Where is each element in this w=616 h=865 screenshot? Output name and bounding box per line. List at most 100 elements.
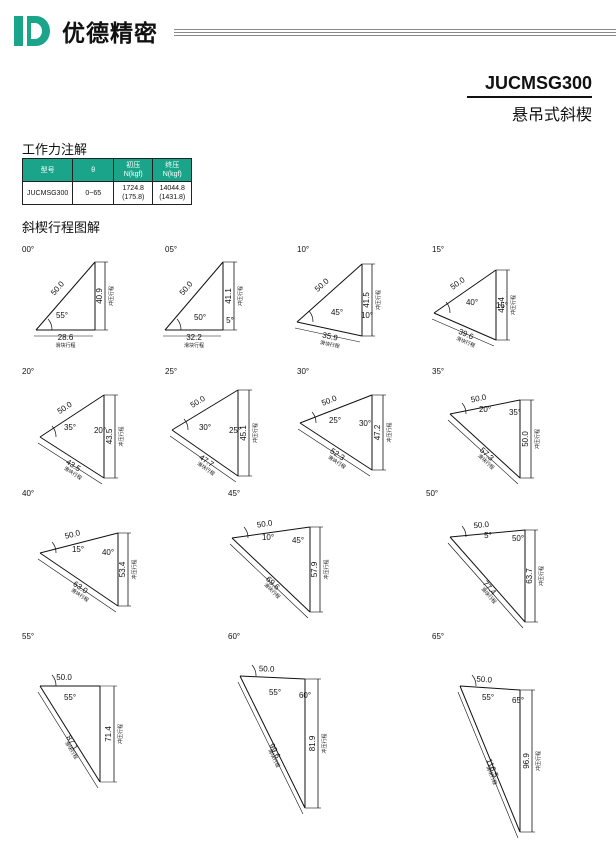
hypotenuse-length: 50.0 — [189, 394, 207, 410]
slide-angle-label: 5° — [226, 316, 234, 325]
ram-stroke-value: 63.7 — [525, 568, 534, 584]
cell-model: JUCMSG300 — [21, 181, 74, 205]
slide-angle-label: 25° — [229, 426, 241, 435]
wedge-top-edge — [171, 389, 239, 431]
slide-angle-label: 20° — [94, 426, 106, 435]
ram-stroke-label: 冲压行程 — [108, 286, 115, 306]
wedge-top-edge — [239, 675, 306, 680]
diagram-angle-6: 30° — [297, 367, 310, 376]
slide-stroke-value: 28.6 — [58, 333, 74, 342]
wedge-slide-edge — [231, 537, 311, 613]
wedge-top-edge — [39, 394, 105, 438]
slide-dimension-line — [237, 681, 304, 815]
hypotenuse-length: 50.0 — [64, 528, 82, 541]
wedge-angle-label: 55° — [56, 311, 68, 320]
ram-stroke-value: 45.1 — [239, 425, 248, 441]
wedge-top-edge — [449, 529, 526, 538]
product-model: JUCMSG300 — [484, 73, 592, 93]
slide-stroke-value: 32.2 — [186, 333, 202, 342]
slide-dimension-line — [37, 558, 117, 613]
wedge-angle-label: 35° — [64, 423, 76, 432]
slide-angle-label: 60° — [299, 691, 311, 700]
wedge-slide-edge — [449, 536, 526, 623]
wedge-top-edge — [459, 685, 521, 691]
wedge-slide-edge — [39, 552, 119, 607]
slide-stroke-label: 滑块行程 — [319, 339, 340, 350]
slide-angle-label: 65° — [512, 696, 524, 705]
wedge-angle-label: 15° — [72, 545, 84, 554]
slide-dimension-line — [431, 318, 495, 347]
wedge-angle-label: 10° — [262, 533, 274, 542]
hypotenuse-length: 50.0 — [56, 400, 74, 416]
ram-stroke-label: 冲压行程 — [323, 559, 330, 579]
angle-arc — [471, 674, 477, 687]
slide-stroke-label: 滑块行程 — [55, 342, 75, 349]
diagram-angle-13: 65° — [432, 632, 445, 641]
ram-stroke-label: 冲压行程 — [534, 429, 541, 449]
ram-stroke-value: 53.4 — [118, 561, 127, 577]
ram-stroke-label: 冲压行程 — [538, 566, 545, 586]
wedge-slide-edge — [296, 321, 363, 337]
wedge-slide-edge — [433, 312, 497, 341]
angle-arc — [51, 541, 57, 554]
wedge-angle-label: 20° — [479, 405, 491, 414]
diagram-angle-10: 50° — [426, 489, 439, 498]
wedge-angle-label: 45° — [331, 308, 343, 317]
ram-stroke-label: 冲压行程 — [321, 733, 328, 753]
diagram-angle-7: 35° — [432, 367, 445, 376]
slide-angle-label: 50° — [512, 534, 524, 543]
ram-stroke-label: 冲压行程 — [510, 295, 517, 315]
slide-angle-label: 45° — [292, 536, 304, 545]
ram-stroke-value: 81.9 — [308, 735, 317, 751]
ram-stroke-value: 41.5 — [362, 292, 371, 308]
ram-stroke-value: 57.9 — [310, 561, 319, 577]
wedge-slide-edge — [39, 685, 101, 783]
angle-arc — [461, 525, 467, 538]
hypotenuse-length: 50.0 — [473, 520, 490, 530]
ram-stroke-label: 冲压行程 — [375, 290, 382, 310]
angle-arc — [51, 674, 57, 687]
slide-dimension-line — [297, 428, 371, 477]
hypotenuse-length: 50.0 — [476, 674, 493, 684]
slide-angle-label: 15° — [496, 301, 508, 310]
wedge-angle-label: 5° — [484, 531, 492, 540]
angle-arc — [461, 402, 467, 415]
slide-dimension-line — [294, 327, 361, 343]
brand-logo-icon — [14, 16, 50, 46]
hypotenuse-length: 50.0 — [56, 673, 72, 682]
ram-stroke-value: 47.2 — [373, 424, 382, 440]
diagram-angle-3: 15° — [432, 245, 445, 254]
diagram-angle-0: 00° — [22, 245, 35, 254]
wedge-angle-label: 55° — [64, 693, 76, 702]
diagram-angle-11: 55° — [22, 632, 35, 641]
hypotenuse-length: 50.0 — [259, 664, 276, 674]
ram-stroke-value: 43.5 — [105, 428, 114, 444]
hypotenuse-length: 50.0 — [449, 275, 467, 292]
slide-angle-label: 30° — [359, 419, 371, 428]
slide-angle-label: 35° — [509, 408, 521, 417]
angle-arc — [243, 526, 249, 539]
slide-dimension-line — [229, 543, 309, 619]
wedge-slide-edge — [171, 429, 239, 477]
slide-dimension-line — [37, 442, 103, 485]
slide-dimension-line — [447, 542, 524, 629]
diagram-angle-12: 60° — [228, 632, 241, 641]
wedge-top-edge — [449, 399, 521, 415]
table-row: JUCMSG300 0~65 1724.8(175.8) 14044.8(143… — [21, 181, 193, 205]
ram-stroke-value: 71.4 — [104, 726, 113, 742]
brand-name: 优德精密 — [62, 21, 158, 47]
slide-dimension-line — [447, 419, 519, 485]
